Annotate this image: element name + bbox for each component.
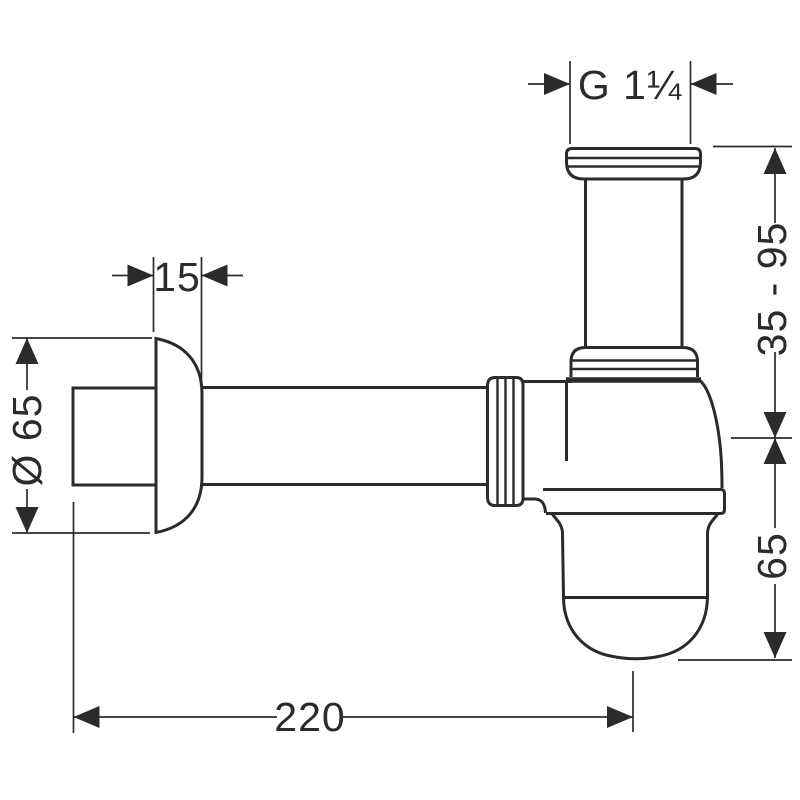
dim-adjustable-height: 35 - 95 bbox=[713, 145, 795, 439]
dim-thread-arrow-right bbox=[690, 73, 717, 95]
dim-thread-arrow-left bbox=[544, 73, 570, 95]
dimensions: G 1¼ 15 Ø 65 bbox=[4, 61, 795, 740]
dim-15-arrow-right bbox=[201, 264, 228, 287]
body-step-under-nut bbox=[523, 497, 547, 514]
cup-ledge-outline bbox=[543, 488, 726, 515]
top-nut-outline bbox=[565, 147, 702, 181]
dim-65-arrow-down bbox=[763, 632, 787, 658]
dim-220-arrow-right bbox=[607, 706, 633, 728]
dim-d65-arrow-down bbox=[15, 507, 39, 533]
dim-220-arrow-left bbox=[73, 706, 100, 728]
dim-3595-arrow-up bbox=[763, 148, 787, 174]
riser-nut-outline bbox=[569, 346, 699, 377]
dim-d65-label: Ø 65 bbox=[4, 394, 50, 487]
dim-cup-depth: 65 bbox=[678, 438, 795, 661]
body-right-edge bbox=[699, 379, 724, 489]
wall-flange-outline bbox=[154, 336, 204, 535]
fixture-outline bbox=[71, 147, 726, 661]
dim-65-arrow-up bbox=[763, 438, 787, 464]
dim-3595-arrow-down bbox=[763, 412, 787, 438]
dim-wall-clearance: 15 bbox=[112, 254, 243, 383]
dim-15-label: 15 bbox=[153, 254, 201, 300]
wall-pipe-outline bbox=[71, 386, 156, 487]
dim-escutcheon-diameter: Ø 65 bbox=[4, 337, 152, 534]
cup-outline bbox=[551, 513, 719, 661]
dim-thread: G 1¼ bbox=[528, 61, 733, 144]
inlet-nut-outline bbox=[486, 376, 525, 507]
dim-3595-label: 35 - 95 bbox=[749, 222, 795, 357]
dim-overall-length: 220 bbox=[72, 502, 634, 740]
dim-65-label: 65 bbox=[749, 532, 795, 580]
dim-thread-label: G 1¼ bbox=[578, 62, 682, 108]
dim-220-label: 220 bbox=[274, 694, 345, 740]
dim-15-arrow-left bbox=[127, 264, 154, 287]
dim-d65-arrow-up bbox=[15, 338, 39, 364]
